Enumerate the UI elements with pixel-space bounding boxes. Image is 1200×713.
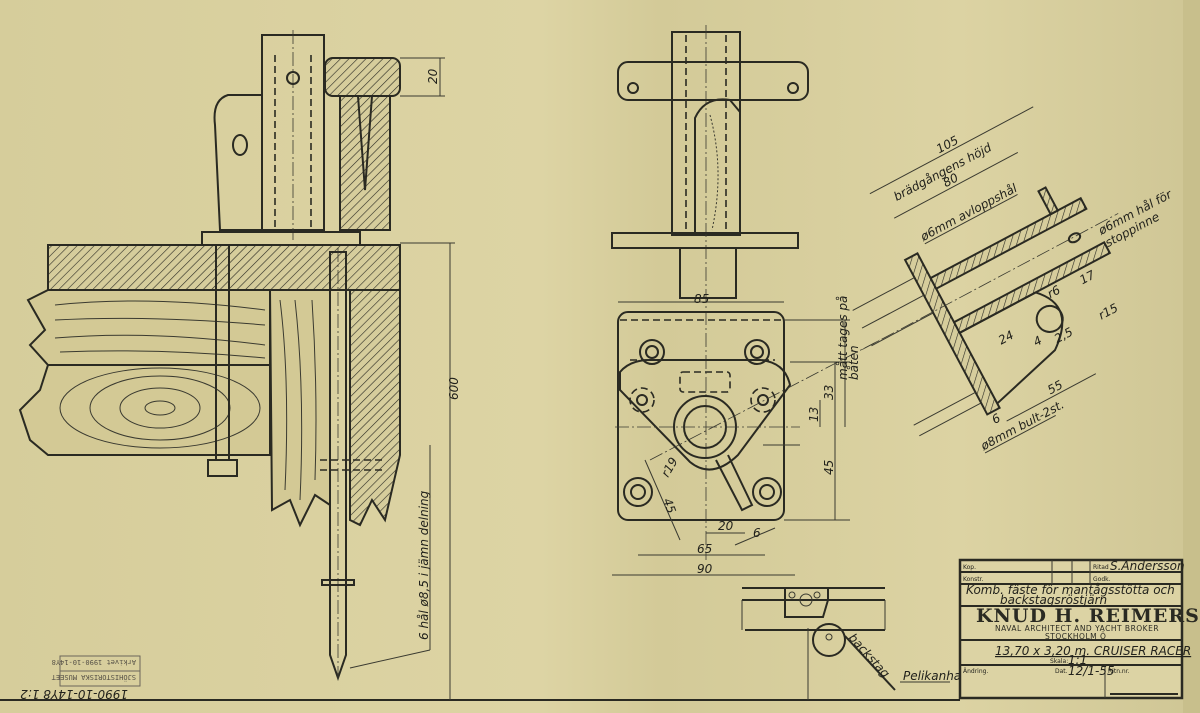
archive-handwritten: 1990-10-14Y8 1:2 <box>20 687 128 701</box>
ritn-label: Ritn.nr. <box>1108 668 1130 675</box>
neck <box>679 247 737 299</box>
dim-2-5: 2,5 <box>1052 325 1075 346</box>
dim-90: 90 <box>697 562 713 576</box>
label-backstag: backstag <box>846 631 893 681</box>
skala-value: 1:1 <box>1068 653 1087 667</box>
kop-label: Kop. <box>963 564 976 571</box>
note-measure-2: båten <box>847 345 861 380</box>
top-crossbar <box>617 61 809 101</box>
detail-view: backstag Pelikanhake <box>741 587 976 700</box>
dim-6: 6 <box>753 526 761 540</box>
dim-13: 13 <box>807 407 821 422</box>
company-logo: KNUD H. REIMERS <box>976 605 1200 627</box>
note-measure-1: mått tages på <box>836 296 850 380</box>
andring-label: Ändring. <box>963 668 988 675</box>
dim-33: 33 <box>822 385 836 400</box>
company-city: STOCKHOLM Ö <box>1045 632 1106 641</box>
note-drain: ø6mm avloppshål <box>917 181 1020 244</box>
beam-end-grain <box>18 364 271 456</box>
ritad-label: Ritad <box>1093 564 1109 571</box>
dim-55: 55 <box>1045 378 1065 398</box>
chock-top <box>324 57 401 97</box>
godk-label: Godk. <box>1093 576 1111 583</box>
dim-17: 17 <box>1077 268 1097 288</box>
chock-section <box>339 95 391 231</box>
title-block: Kop. Konstr. Ritad S.Andersson Godk. Kom… <box>958 558 1200 700</box>
bracket-lug <box>213 94 262 231</box>
backstay-chainplate <box>329 251 347 682</box>
dat-value: 12/1-55 <box>1068 664 1115 678</box>
archive-stamp: SJÖHISTORISKA MUSEET Arkivet 1990-10-14Y… <box>51 655 141 687</box>
lug-hole <box>232 134 248 156</box>
dim-45-diag: 45 <box>660 496 678 515</box>
dim-r15: r15 <box>1096 301 1120 323</box>
note-holes: 6 hål ø8,5 i jämn delning <box>417 490 431 640</box>
sheet-edge <box>1183 0 1200 713</box>
stamp-line-2: Arkivet 1990-10-14Y8 <box>52 658 136 666</box>
dim-65: 65 <box>697 542 712 556</box>
front-view: 85 mått tages på båten 33 13 45 r19 45 2… <box>611 25 881 576</box>
dim-600: 600 <box>447 377 461 400</box>
dim-80: 80 <box>941 170 961 190</box>
dim-24: 24 <box>996 328 1016 348</box>
deadeye <box>812 623 846 657</box>
dim-4: 4 <box>1031 333 1044 349</box>
stamp-line-1: SJÖHISTORISKA MUSEET <box>51 673 136 682</box>
description-2: backstagsröstjärn <box>1000 593 1107 607</box>
konstr-label: Konstr. <box>963 576 984 583</box>
dim-85: 85 <box>694 292 709 306</box>
base-plate <box>617 311 785 521</box>
tube-hole <box>286 71 300 85</box>
deck-planking <box>47 244 401 291</box>
dim-20: 20 <box>426 68 440 84</box>
dim-r19: r19 <box>658 455 680 479</box>
skala-label: Skala: <box>1050 658 1068 665</box>
dim-20: 20 <box>718 519 734 533</box>
label-pelikanhake: Pelikanhake <box>903 669 976 683</box>
project-title: 13,70 x 3,20 m. CRUISER RACER <box>995 644 1191 658</box>
dim-6: 6 <box>989 411 1003 427</box>
bolt-nut <box>207 459 238 477</box>
base-flange <box>201 231 361 246</box>
section-view: 105 brädgångens höjd 80 ø6mm avloppshål … <box>852 106 1175 453</box>
ritad-value: S.Andersson <box>1110 559 1185 573</box>
dat-label: Dat. <box>1055 668 1068 675</box>
planking-section <box>349 289 401 527</box>
company-sub: NAVAL ARCHITECT AND YACHT BROKER <box>995 624 1159 633</box>
description-1: Komb. fäste för mantågsstötta och <box>966 583 1175 597</box>
dim-45-right: 45 <box>822 460 836 475</box>
side-view: 20 600 6 hål ø8,5 i jämn delning <box>18 30 461 700</box>
tube-wall-top <box>929 196 1088 291</box>
